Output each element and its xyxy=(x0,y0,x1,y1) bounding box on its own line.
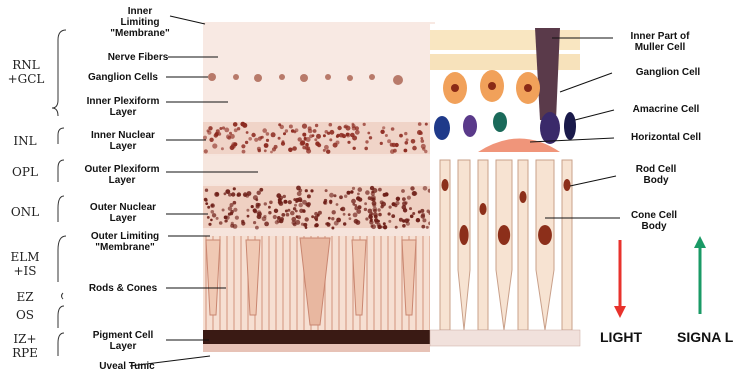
abbr-onl: ONL xyxy=(10,205,40,219)
abbr-inl: INL xyxy=(10,134,40,148)
rod-nucleus xyxy=(563,179,570,191)
label-muller-cell: Inner Part of Muller Cell xyxy=(610,31,710,53)
ganglion-cell-shapes xyxy=(443,70,540,104)
label-ganglion-cells: Ganglion Cells xyxy=(78,72,168,83)
layer-braces xyxy=(52,30,66,356)
abbr-rnl-gcl: RNL +GCL xyxy=(6,58,46,86)
rod-cell-shape xyxy=(478,160,488,330)
label-rods-cones: Rods & Cones xyxy=(78,283,168,294)
abbr-opl: OPL xyxy=(10,165,40,179)
label-pigment-cell-layer: Pigment Cell Layer xyxy=(78,330,168,352)
abbr-iz-rpe: IZ+ RPE xyxy=(8,332,42,360)
abbr-ez: EZ xyxy=(10,290,40,304)
pigment-band xyxy=(203,330,435,344)
label-nerve-fibers: Nerve Fibers xyxy=(98,52,178,63)
label-outer-plexiform-layer: Outer Plexiform Layer xyxy=(74,164,170,186)
label-ganglion-cell: Ganglion Cell xyxy=(618,67,718,78)
cone-nucleus xyxy=(459,225,468,245)
label-light: LIGHT xyxy=(600,329,642,345)
cone-nucleus xyxy=(498,225,510,245)
label-horizontal-cell: Horizontal Cell xyxy=(616,132,716,143)
rod-nucleus xyxy=(441,179,448,191)
label-inner-limiting-membrane: Inner Limiting "Membrane" xyxy=(100,6,180,39)
label-cone-cell-body: Cone Cell Body xyxy=(614,210,694,232)
label-amacrine-cell: Amacrine Cell xyxy=(616,104,716,115)
label-inner-nuclear-layer: Inner Nuclear Layer xyxy=(78,130,168,152)
label-outer-limiting-membrane: Outer Limiting "Membrane" xyxy=(78,231,172,253)
cone-nucleus xyxy=(538,225,552,245)
label-uveal-tunic: Uveal Tunic xyxy=(82,361,172,372)
light-arrowhead xyxy=(614,306,626,318)
rod-nucleus xyxy=(479,203,486,215)
label-inner-plexiform-layer: Inner Plexiform Layer xyxy=(78,96,168,118)
signal-arrowhead xyxy=(694,236,706,248)
label-rod-cell-body: Rod Cell Body xyxy=(616,164,696,186)
rod-nucleus xyxy=(519,191,526,203)
rod-cell-shape xyxy=(518,160,528,330)
abbr-os: OS xyxy=(10,308,40,322)
label-outer-nuclear-layer: Outer Nuclear Layer xyxy=(78,202,168,224)
abbr-elm-is: ELM +IS xyxy=(8,250,42,278)
outer-nuclear-band xyxy=(203,186,435,228)
label-signal: SIGNA L xyxy=(677,329,733,345)
